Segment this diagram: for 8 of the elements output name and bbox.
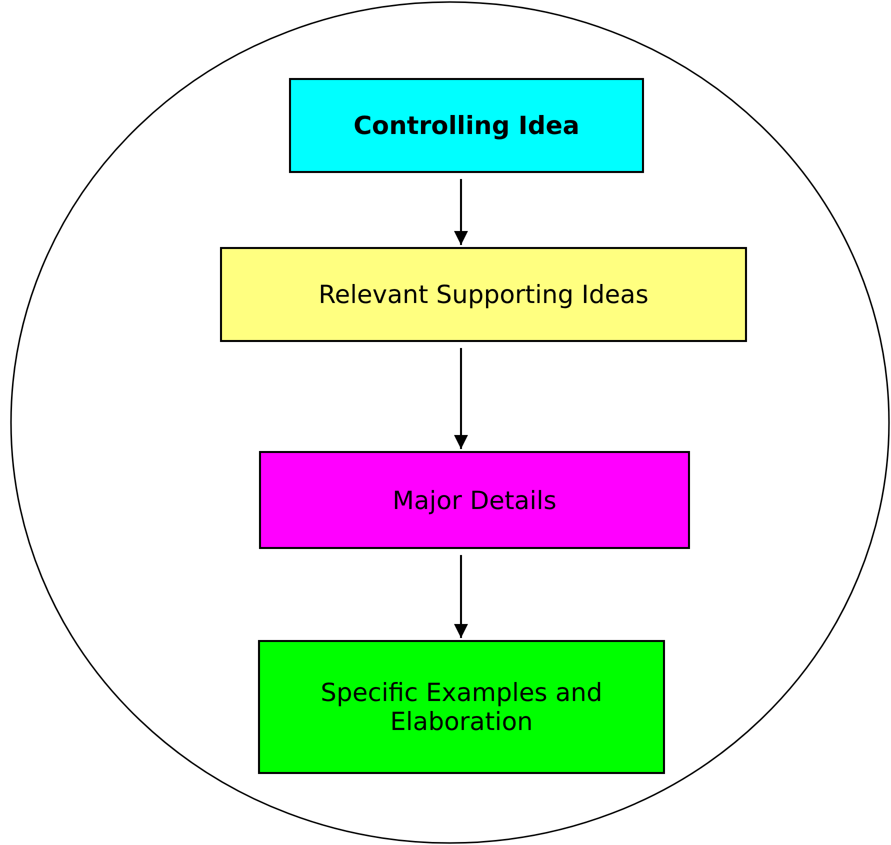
- arrow: [454, 179, 468, 245]
- arrow: [454, 555, 468, 638]
- process-box: Relevant Supporting Ideas: [220, 247, 747, 342]
- arrow: [454, 348, 468, 449]
- enclosing-circle: [10, 1, 890, 844]
- process-box: Major Details: [259, 451, 690, 549]
- process-box: Specific Examples and Elaboration: [258, 640, 665, 774]
- process-box: Controlling Idea: [289, 78, 644, 173]
